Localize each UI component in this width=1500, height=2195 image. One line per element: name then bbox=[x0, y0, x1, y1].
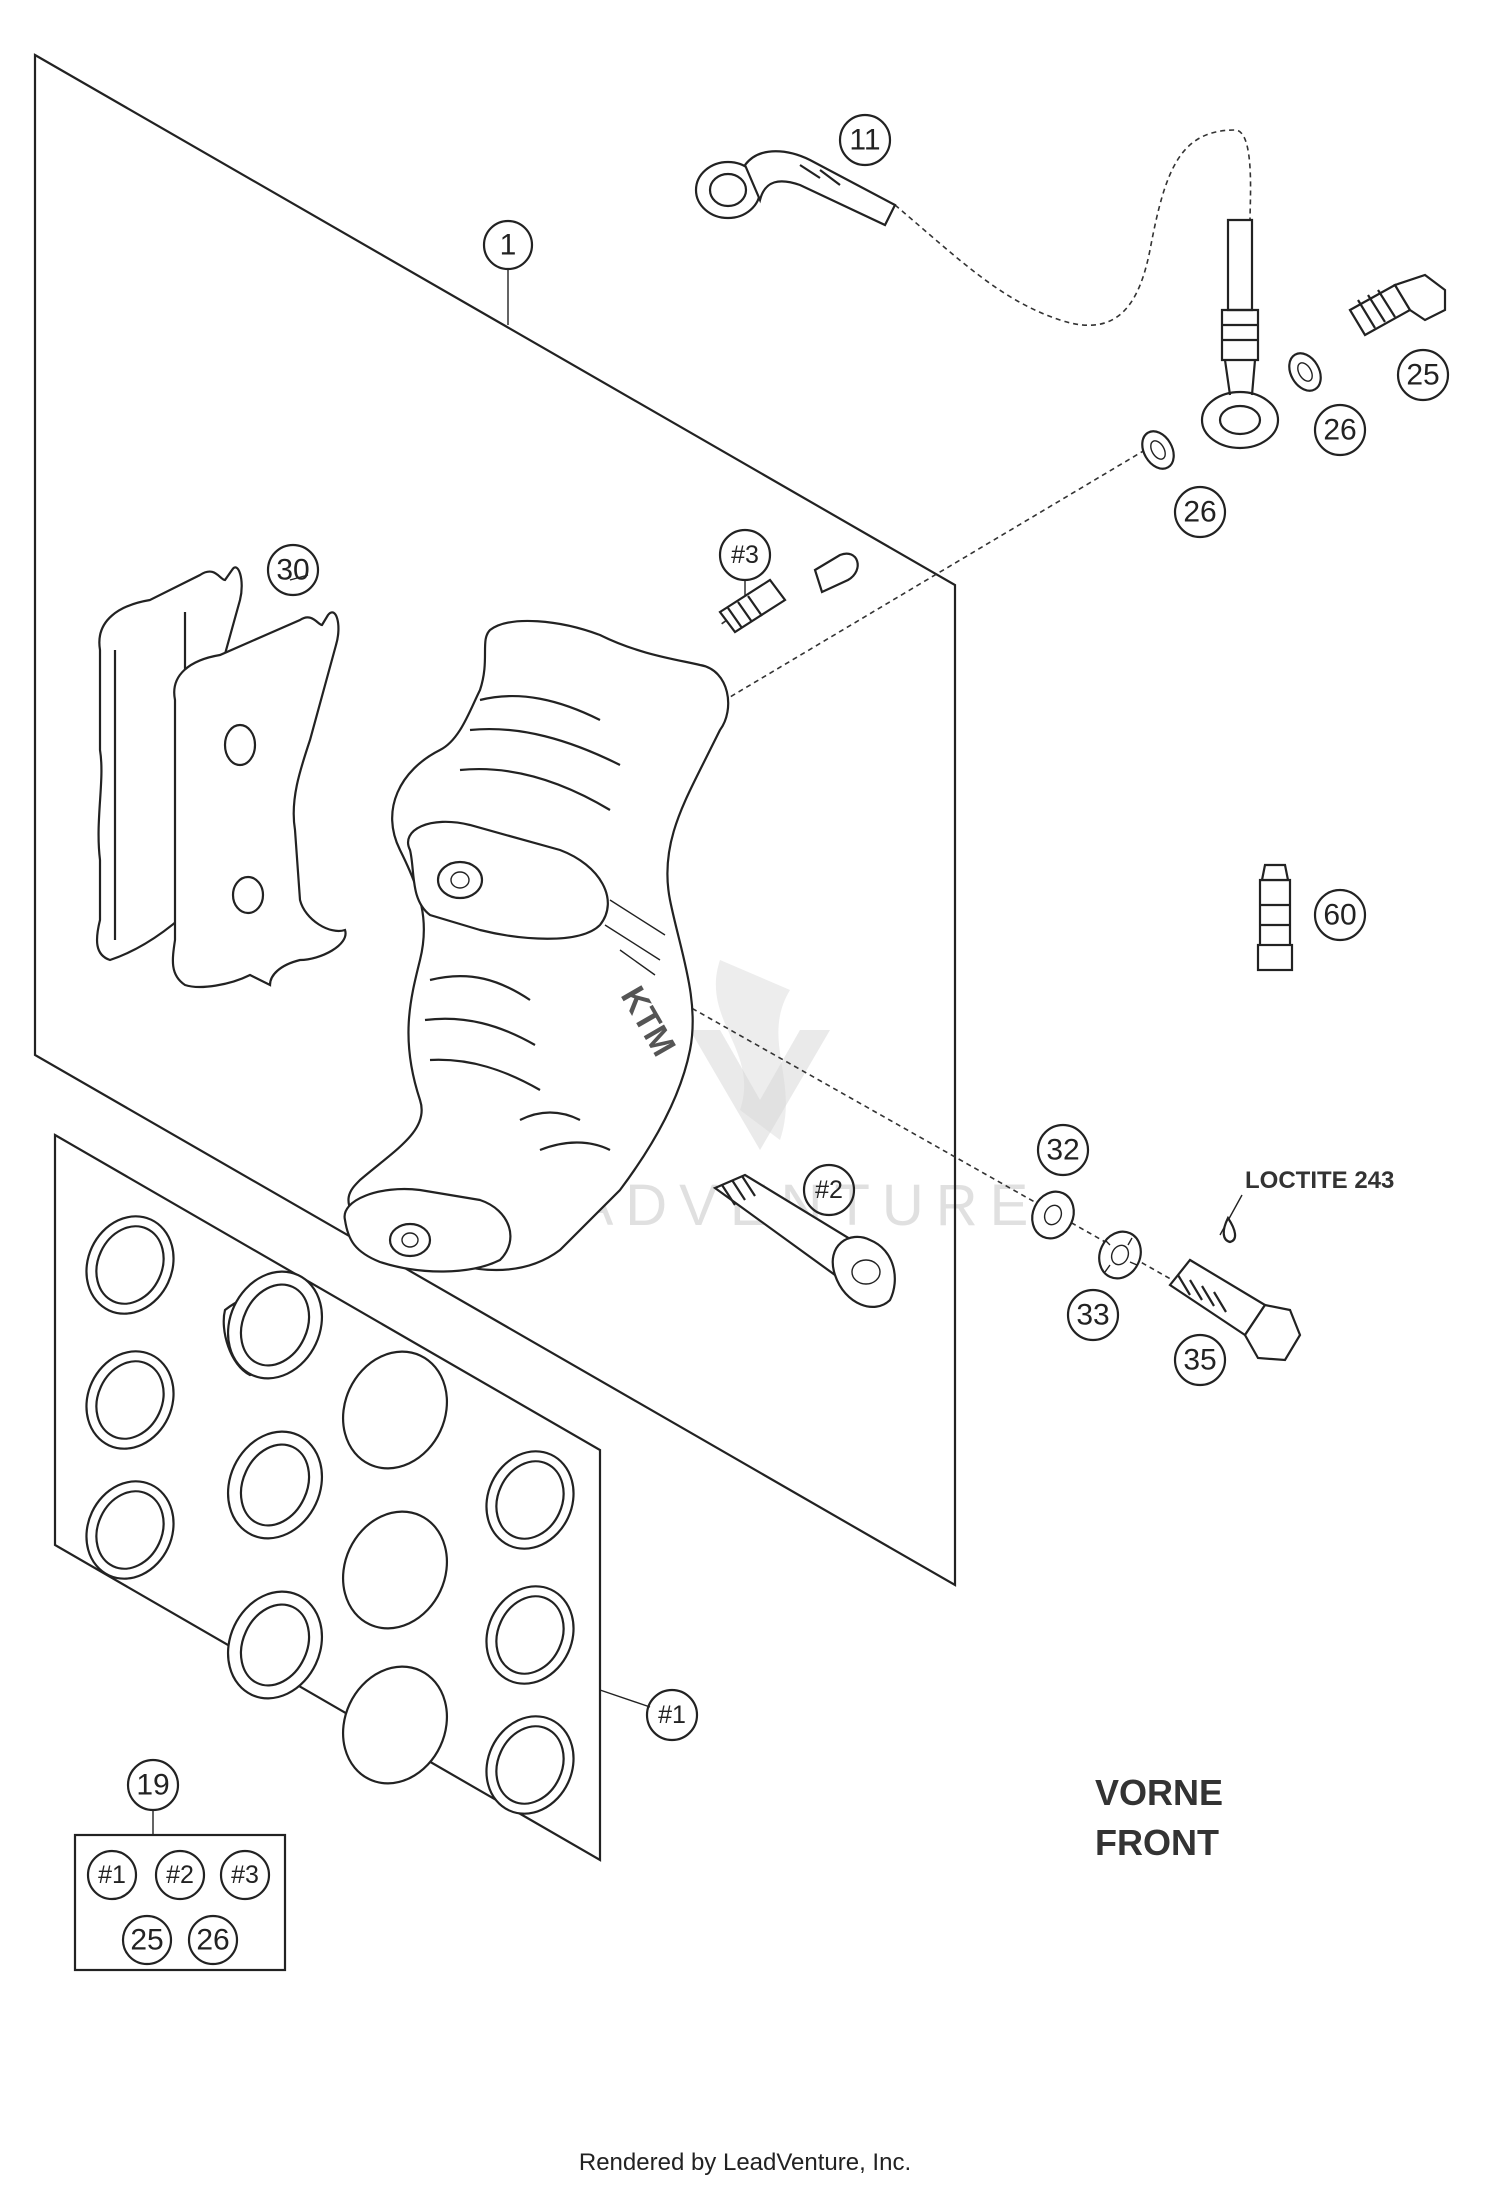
callout-1: 1 bbox=[482, 219, 534, 271]
callout-33: 33 bbox=[1066, 1288, 1120, 1342]
caliper-bolt bbox=[712, 1173, 896, 1308]
kit-19-box bbox=[73, 1833, 287, 1972]
loctite-label: LOCTITE 243 bbox=[1245, 1167, 1394, 1194]
washer-26-upper bbox=[1288, 352, 1322, 392]
loctite-tube-60 bbox=[1256, 863, 1294, 972]
vorne-label: VORNE bbox=[1095, 1772, 1223, 1813]
kit-19-item-25: 25 bbox=[121, 1914, 173, 1966]
kit-19-item-25-label: 25 bbox=[130, 1924, 163, 1957]
callout-32: 32 bbox=[1036, 1123, 1090, 1177]
callout-19-label: 19 bbox=[136, 1769, 169, 1802]
washer-26-lower bbox=[1141, 430, 1175, 470]
kit-19-item-hash-1-label: #1 bbox=[98, 1861, 126, 1889]
leader-lines bbox=[152, 268, 1243, 1835]
banjo-bolt bbox=[1348, 273, 1447, 337]
callout-35: 35 bbox=[1173, 1333, 1227, 1387]
piston-kit-panel bbox=[53, 1133, 602, 1862]
callout-60: 60 bbox=[1313, 888, 1367, 942]
kit-19-item-hash-1: #1 bbox=[86, 1849, 138, 1901]
callout-26-lower: 26 bbox=[1173, 485, 1227, 539]
bleeder-valve bbox=[718, 552, 859, 634]
kit-19-item-hash-3-label: #3 bbox=[231, 1861, 259, 1889]
kit-19-item-hash-3: #3 bbox=[219, 1849, 271, 1901]
piston-seals-and-pistons bbox=[85, 1215, 575, 1815]
callout-30: 30 bbox=[266, 543, 320, 597]
brake-line bbox=[694, 150, 1280, 450]
callout-11: 11 bbox=[838, 113, 892, 167]
kit-19-item-26-label: 26 bbox=[196, 1924, 229, 1957]
callout-hash-1-label: #1 bbox=[658, 1701, 686, 1729]
caliper-mount-bolt-35 bbox=[1168, 1215, 1302, 1362]
callout-32-label: 32 bbox=[1046, 1134, 1079, 1167]
callout-hash-3-label: #3 bbox=[731, 541, 759, 569]
callout-19: 19 bbox=[126, 1758, 180, 1812]
caliper-body: KTM bbox=[343, 619, 730, 1273]
callout-26-upper-label: 26 bbox=[1323, 414, 1356, 447]
callout-26-upper: 26 bbox=[1313, 403, 1367, 457]
washer-32 bbox=[1031, 1190, 1075, 1240]
callout-11-label: 11 bbox=[849, 124, 880, 157]
caliper-assembly-panel bbox=[33, 53, 957, 1587]
front-label: FRONT bbox=[1095, 1822, 1219, 1863]
brake-pads bbox=[95, 566, 347, 989]
kit-19-item-26: 26 bbox=[187, 1914, 239, 1966]
callout-25: 25 bbox=[1396, 348, 1450, 402]
lock-washer-33 bbox=[1098, 1230, 1142, 1280]
callout-35-label: 35 bbox=[1183, 1344, 1216, 1377]
kit-19-item-hash-2: #2 bbox=[154, 1849, 206, 1901]
footer-credit: Rendered by LeadVenture, Inc. bbox=[579, 2149, 911, 2176]
callout-hash-2: #2 bbox=[802, 1163, 856, 1217]
callout-26-lower-label: 26 bbox=[1183, 496, 1216, 529]
callout-60-label: 60 bbox=[1323, 899, 1356, 932]
callout-30-label: 30 bbox=[276, 554, 309, 587]
callout-hash-2-label: #2 bbox=[815, 1176, 843, 1204]
callout-hash-1: #1 bbox=[645, 1688, 699, 1742]
kit-19-item-hash-2-label: #2 bbox=[166, 1861, 194, 1889]
callout-25-label: 25 bbox=[1406, 359, 1439, 392]
callout-1-label: 1 bbox=[500, 229, 517, 262]
callout-33-label: 33 bbox=[1076, 1299, 1109, 1332]
callout-hash-3: #3 bbox=[718, 528, 772, 582]
